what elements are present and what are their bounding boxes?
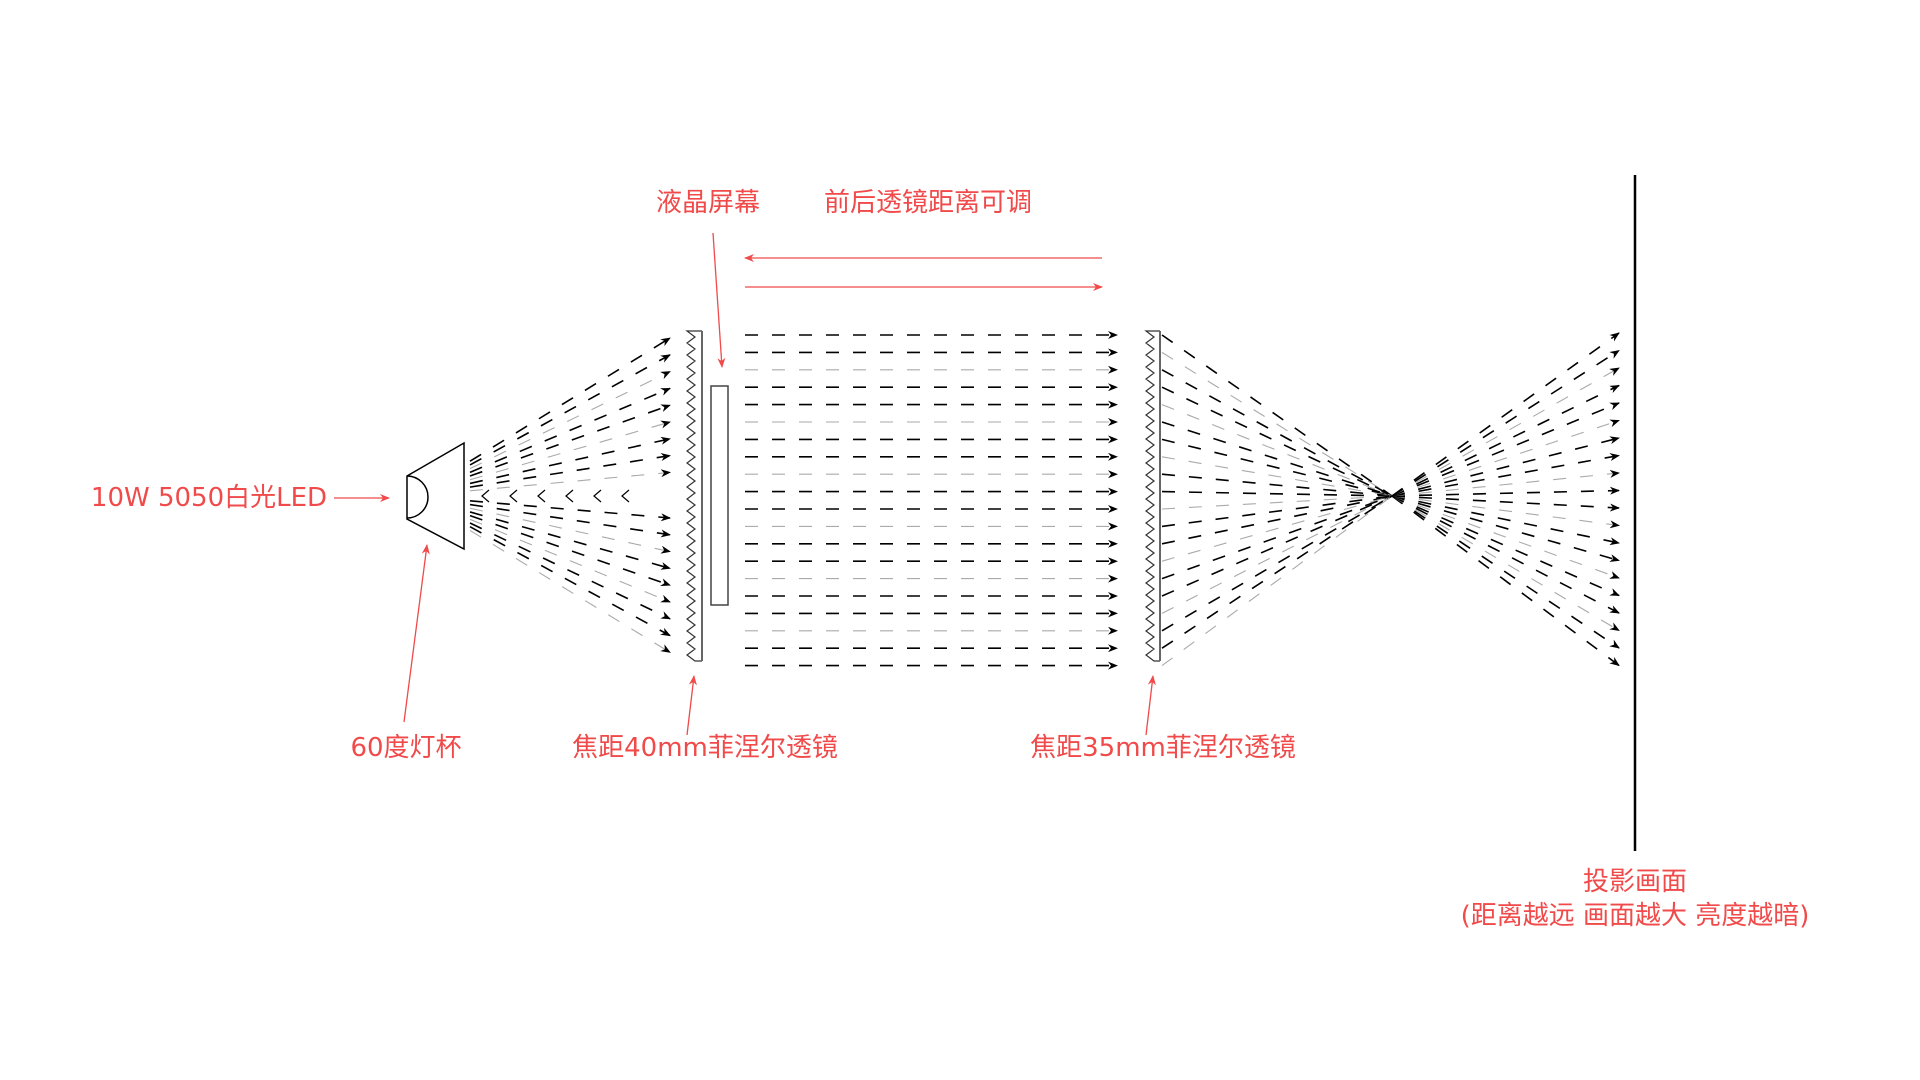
ray [1161, 495, 1393, 667]
fresnel-lens-35mm [1144, 330, 1161, 662]
ray-chevron [621, 489, 630, 503]
ray [1391, 469, 1620, 497]
ray [1391, 495, 1620, 649]
cup-pointer-arrow [403, 544, 430, 723]
lens1-pointer-arrow [686, 675, 697, 736]
led-label: 10W 5050白光LED [90, 482, 328, 513]
ray [1161, 495, 1393, 562]
ray-chevron [593, 489, 602, 503]
ray [1161, 438, 1393, 497]
lcd-screen [710, 385, 729, 606]
ray [1391, 332, 1620, 497]
ray [469, 507, 671, 554]
ray [469, 500, 671, 522]
ray [1391, 495, 1620, 562]
ray [469, 469, 671, 492]
ray [1391, 436, 1620, 497]
ray-chevron [565, 489, 574, 503]
ray [469, 371, 671, 470]
rays-converging [1161, 332, 1620, 667]
ray [1391, 495, 1620, 546]
ray [469, 420, 671, 481]
lens1-label: 焦距40mm菲涅尔透镜 [572, 732, 838, 763]
ray [1391, 419, 1620, 497]
ray [1161, 495, 1393, 614]
ray [1161, 351, 1393, 497]
ray [1161, 495, 1393, 528]
ray [1161, 369, 1393, 497]
led-cup [406, 441, 465, 551]
ray [1161, 495, 1393, 545]
ray [1161, 495, 1393, 632]
ray [1161, 490, 1393, 497]
ray [1161, 473, 1393, 497]
ray [1161, 421, 1393, 497]
lcd-label: 液晶屏幕 [655, 187, 761, 218]
lens2-label: 焦距35mm菲涅尔透镜 [1030, 732, 1296, 763]
fresnel-zigzag [1144, 330, 1160, 662]
fresnel-zigzag [685, 330, 702, 662]
ray [469, 522, 671, 620]
ray [1391, 349, 1620, 497]
ray [469, 404, 671, 477]
ray [469, 354, 671, 466]
ray [1391, 486, 1620, 497]
ray [1391, 495, 1620, 614]
ray [1391, 495, 1620, 529]
ray [1391, 495, 1620, 632]
ray [1161, 495, 1393, 510]
lens2-pointer-arrow [1145, 675, 1156, 736]
ray [469, 436, 671, 485]
ray [1391, 384, 1620, 497]
ray-chevron [537, 489, 546, 503]
ray [469, 337, 671, 462]
lcd-pointer-arrow [712, 232, 726, 368]
ray [1391, 402, 1620, 497]
ray [469, 453, 671, 488]
ray [1391, 495, 1620, 667]
rays-parallel [745, 331, 1118, 670]
ray-chevron [481, 489, 490, 503]
ray [1161, 334, 1393, 497]
ray [469, 514, 671, 587]
ray [469, 387, 671, 474]
ray [1161, 495, 1393, 649]
adjustable-label: 前后透镜距离可调 [823, 187, 1033, 218]
ray [469, 511, 671, 570]
ray [1391, 495, 1620, 579]
ray [1161, 404, 1393, 497]
ray [1391, 453, 1620, 497]
fresnel-lens-40mm [685, 330, 703, 662]
rays-diverging [469, 337, 671, 653]
ray-chevron [509, 489, 518, 503]
ray [1391, 495, 1620, 512]
cup-label: 60度灯杯 [350, 732, 462, 763]
ray [1161, 456, 1393, 497]
ray [1391, 367, 1620, 497]
screen-title: 投影画面 [1582, 866, 1688, 897]
ray [469, 529, 671, 653]
ray [1161, 386, 1393, 497]
led-icon [406, 475, 429, 519]
screen-note: (距离越远 画面越大 亮度越暗) [1460, 900, 1810, 931]
ray [469, 518, 671, 603]
ray [469, 526, 671, 637]
ray [469, 503, 671, 538]
